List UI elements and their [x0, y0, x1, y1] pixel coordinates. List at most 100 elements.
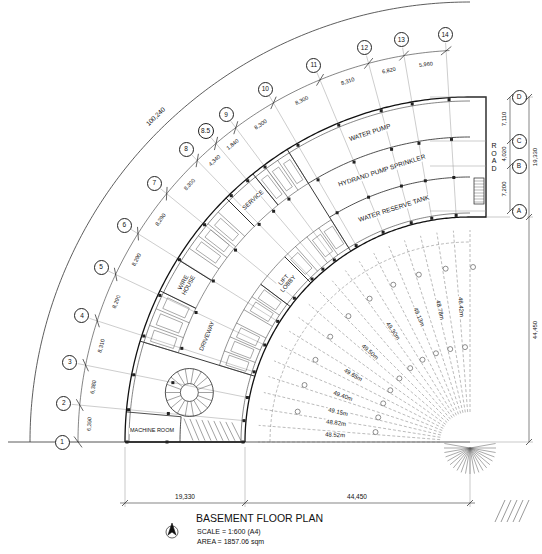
dimension-tick: [526, 214, 532, 220]
column: [452, 176, 455, 179]
dimension-tick: [76, 399, 83, 411]
column: [321, 268, 324, 271]
plan-lines: [8, 2, 533, 538]
partition-wall: [287, 149, 351, 251]
extension-line: [470, 442, 533, 443]
partition-wall: [140, 341, 255, 376]
boundary-mark: [495, 500, 505, 522]
area-note: AREA = 1857.06 sqm: [196, 538, 265, 545]
court-ray: [258, 442, 440, 443]
tree-symbol: [376, 415, 381, 420]
column: [246, 396, 249, 399]
ramp-step: [198, 392, 213, 393]
ramp-step: [196, 377, 207, 387]
grid-dimension: 8,300: [253, 118, 269, 131]
tree-symbol: [463, 345, 468, 350]
grid-label: 4: [80, 313, 84, 320]
court-ray: [470, 230, 471, 412]
drawing-title: BASEMENT FLOOR PLAN: [196, 513, 323, 524]
grid-line: [231, 121, 336, 261]
grid-bubble: 8.5: [198, 123, 214, 139]
ramp-step: [185, 369, 188, 384]
stall-line: [331, 220, 348, 248]
car-symbol: [291, 253, 312, 275]
ramp-outline: [165, 369, 213, 417]
dimension-tick: [526, 94, 532, 100]
dimension-tick: [234, 121, 238, 134]
ramp-step: [165, 392, 180, 393]
boundary-mark: [519, 500, 529, 522]
court-ray: [320, 292, 449, 421]
grid-dimension: 8,300: [183, 177, 198, 193]
ramp-step: [194, 372, 202, 385]
car-symbol: [215, 218, 239, 241]
car-symbol: [250, 302, 273, 322]
hatch-line: [190, 419, 199, 441]
extension-line: [486, 217, 510, 218]
ramp-step: [191, 369, 194, 384]
column: [132, 373, 135, 376]
grid-dimension: 4,340: [207, 153, 223, 168]
tree-symbol: [367, 296, 372, 301]
grid-label: 6: [123, 222, 127, 229]
grid-label: 5: [99, 264, 103, 271]
grid-label: 2: [62, 400, 66, 407]
grid-line: [430, 141, 486, 142]
sunburst-line: [470, 448, 475, 474]
grid-label: 11: [310, 62, 317, 69]
room-wall: [126, 412, 181, 417]
room-label: SERVICE: [240, 189, 265, 213]
column: [264, 165, 267, 168]
level-distance: 48.52m: [324, 431, 346, 438]
ramp-step: [171, 398, 182, 408]
car-symbol: [324, 226, 344, 249]
tree-symbol: [388, 388, 393, 393]
ramp-step: [198, 384, 212, 389]
tree-symbol: [346, 314, 351, 319]
dimension-tick: [95, 314, 99, 327]
column: [287, 198, 290, 201]
tree-symbol: [433, 351, 438, 356]
stall-line: [244, 310, 272, 327]
stall-line: [237, 323, 266, 338]
grid-bubble: 8: [179, 142, 194, 157]
room-label: WATER PUMP: [347, 123, 392, 143]
hatch-line: [196, 419, 205, 440]
court-ray: [437, 233, 465, 413]
stall-line: [319, 228, 338, 255]
sunburst-line: [470, 448, 487, 468]
dimension-line: [529, 97, 530, 442]
level-distance: 49.50m: [359, 342, 380, 361]
stall-line: [252, 297, 279, 315]
grid-dimension: 8,290: [130, 251, 143, 268]
sunburst-line: [470, 448, 496, 449]
column: [317, 178, 320, 181]
column: [253, 370, 256, 373]
court-ray: [309, 304, 447, 422]
tree-symbol: [443, 266, 448, 271]
stall-line: [289, 153, 308, 184]
tree-symbol: [448, 347, 453, 352]
column: [336, 211, 339, 214]
column: [455, 214, 458, 217]
north-arrow: [168, 523, 176, 535]
car-symbol: [236, 328, 259, 346]
tree-symbol: [471, 265, 476, 270]
car-symbol: [312, 234, 332, 257]
court-ray: [359, 261, 454, 416]
car-symbol: [261, 175, 282, 199]
column: [158, 294, 161, 297]
grid-label: 13: [398, 37, 405, 44]
extension-line: [527, 97, 533, 98]
car-symbol: [258, 290, 281, 310]
room-label: DRIVEWAY: [198, 319, 216, 352]
grid-bubble: 10: [258, 82, 273, 97]
overall-dimension: 19,330: [174, 494, 196, 501]
dimension-tick: [137, 227, 139, 241]
stair-symbol: [474, 178, 484, 204]
car-symbol: [272, 167, 292, 191]
ramp-step: [167, 384, 181, 389]
grid-line: [430, 211, 486, 212]
tree-symbol: [391, 282, 396, 287]
grid-dimension: 8,310: [339, 77, 356, 88]
